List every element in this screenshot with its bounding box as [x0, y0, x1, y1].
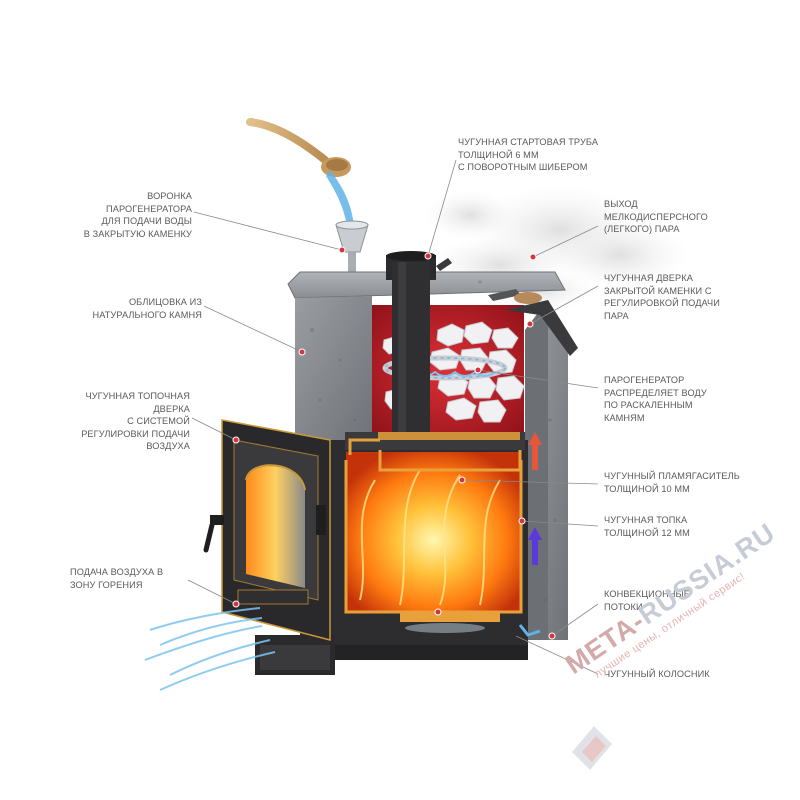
marker-air: [232, 600, 240, 608]
label-pipe: Чугунная стартовая труба толщиной 6 мм с…: [458, 137, 599, 172]
label-convection: Конвекционные потоки: [604, 589, 691, 612]
label-steam-generator: Парогенератор распределяет воду по раска…: [604, 375, 707, 423]
marker-firebox: [518, 517, 526, 525]
firebox-body: [255, 432, 528, 675]
convection-arrows: [518, 432, 542, 637]
marker-pipe: [424, 252, 432, 260]
marker-heater-door: [526, 320, 534, 328]
marker-steam-gen: [474, 366, 482, 374]
leader-lines: [187, 159, 599, 675]
water-stream: [326, 170, 355, 232]
marker-dots: [232, 246, 556, 640]
label-firebox-door: Чугунная топочная дверка с системой регу…: [81, 391, 190, 451]
marker-convection: [548, 632, 556, 640]
label-steam-out: Выход мелкодисперсного (легкого) пара: [604, 199, 708, 234]
marker-arrester: [458, 476, 466, 484]
label-firebox: Чугунная топка толщиной 12 мм: [604, 515, 690, 538]
air-supply-streams: [144, 607, 276, 691]
ladle: [246, 118, 351, 177]
label-air-supply: Подача воздуха в зону горения: [70, 567, 164, 590]
chimney-pipe: [386, 251, 452, 452]
label-funnel: Воронка парогенератора для подачи воды в…: [83, 191, 192, 239]
marker-grate: [434, 608, 442, 616]
label-grate: Чугунный колосник: [604, 669, 710, 679]
label-heater-door: Чугунная дверка закрытой каменки с регул…: [604, 273, 720, 321]
firebox-door: [203, 419, 331, 641]
label-flame-arrester: Чугунный пламягаситель толщиной 10 мм: [604, 471, 740, 494]
marker-firebox-door: [232, 436, 240, 444]
steam-generator-funnel: [335, 220, 369, 280]
marker-steam: [529, 253, 537, 261]
watermark-logo: [572, 726, 612, 770]
marker-stone: [298, 348, 306, 356]
label-stone-cladding: Облицовка из натурального камня: [92, 297, 202, 320]
marker-funnel: [338, 246, 346, 254]
heater-door: [488, 289, 578, 356]
